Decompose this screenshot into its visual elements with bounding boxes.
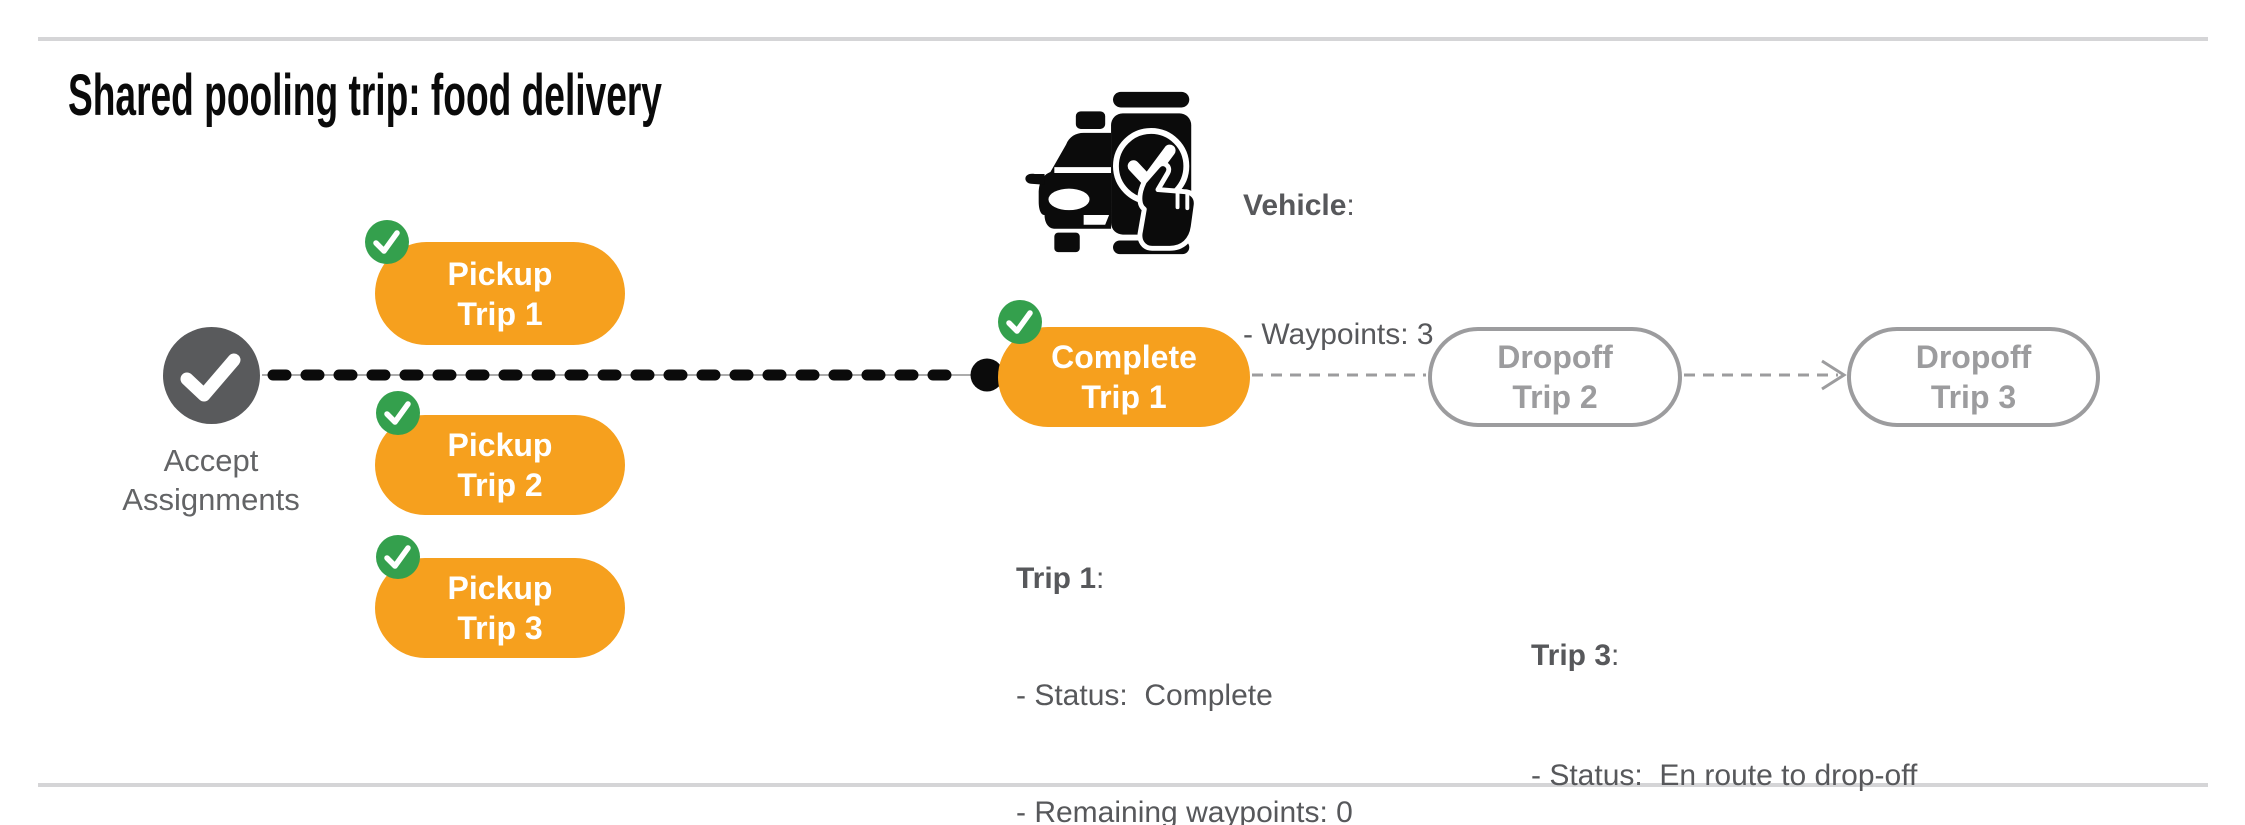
node-label-line: Trip 1 xyxy=(1081,379,1167,415)
node-label-line: Dropoff xyxy=(1915,339,2032,375)
route-progress-dot xyxy=(970,358,1004,392)
status-line: - Status: Complete xyxy=(1016,679,1273,712)
node-pickup-trip-1: Pickup Trip 1 xyxy=(365,220,625,345)
node-label-line: Dropoff xyxy=(1497,339,1613,375)
check-badge-icon xyxy=(998,300,1042,344)
trip-status-block-3: Trip 3: - Status: En route to drop-off -… xyxy=(1531,556,1917,825)
node-label-line: Pickup xyxy=(447,255,553,292)
status-line: Trip 1: xyxy=(1016,562,1105,595)
vehicle-label: Vehicle: xyxy=(1243,189,1355,222)
node-label-line: Pickup xyxy=(447,570,553,606)
node-label-line: Pickup xyxy=(447,427,553,463)
node-pickup-trip-3: Pickup Trip 3 xyxy=(375,535,625,658)
check-badge-icon xyxy=(365,220,409,264)
node-complete-trip-1: Complete Trip 1 xyxy=(998,300,1250,427)
bottom-divider xyxy=(38,783,2208,787)
accept-assignments-node xyxy=(163,327,260,424)
vehicle-info: Vehicle: - Waypoints: 3 xyxy=(1243,98,1434,442)
check-badge-icon xyxy=(376,391,420,435)
node-dropoff-trip-2: Dropoff Trip 2 xyxy=(1428,327,1682,427)
vehicle-waypoints: - Waypoints: 3 xyxy=(1243,318,1434,351)
status-line: Trip 3: xyxy=(1531,639,1620,672)
node-label-line: Trip 2 xyxy=(457,467,543,503)
car-phone-check-icon xyxy=(1025,91,1199,255)
arrow-right-icon xyxy=(1821,359,1847,391)
node-dropoff-trip-3: Dropoff Trip 3 xyxy=(1847,327,2100,427)
node-label-line: Complete xyxy=(1051,339,1197,375)
accept-assignments-label: Accept Assignments xyxy=(122,443,300,517)
status-line: - Remaining waypoints: 0 xyxy=(1016,796,1353,825)
trip-status-block-1-2: Trip 1: - Status: Complete - Remaining w… xyxy=(1016,481,1402,825)
node-label-line: Trip 1 xyxy=(457,295,543,332)
page-title: Shared pooling trip: food delivery xyxy=(68,63,662,128)
node-label-line: Trip 2 xyxy=(1512,379,1598,415)
check-circle-icon xyxy=(180,353,241,402)
node-label-line: Trip 3 xyxy=(1930,379,2017,415)
status-line: - Status: En route to drop-off xyxy=(1531,759,1918,792)
check-badge-icon xyxy=(376,535,420,579)
node-label-line: Trip 3 xyxy=(457,610,543,646)
top-divider xyxy=(38,37,2208,41)
node-pickup-trip-2: Pickup Trip 2 xyxy=(375,391,625,515)
